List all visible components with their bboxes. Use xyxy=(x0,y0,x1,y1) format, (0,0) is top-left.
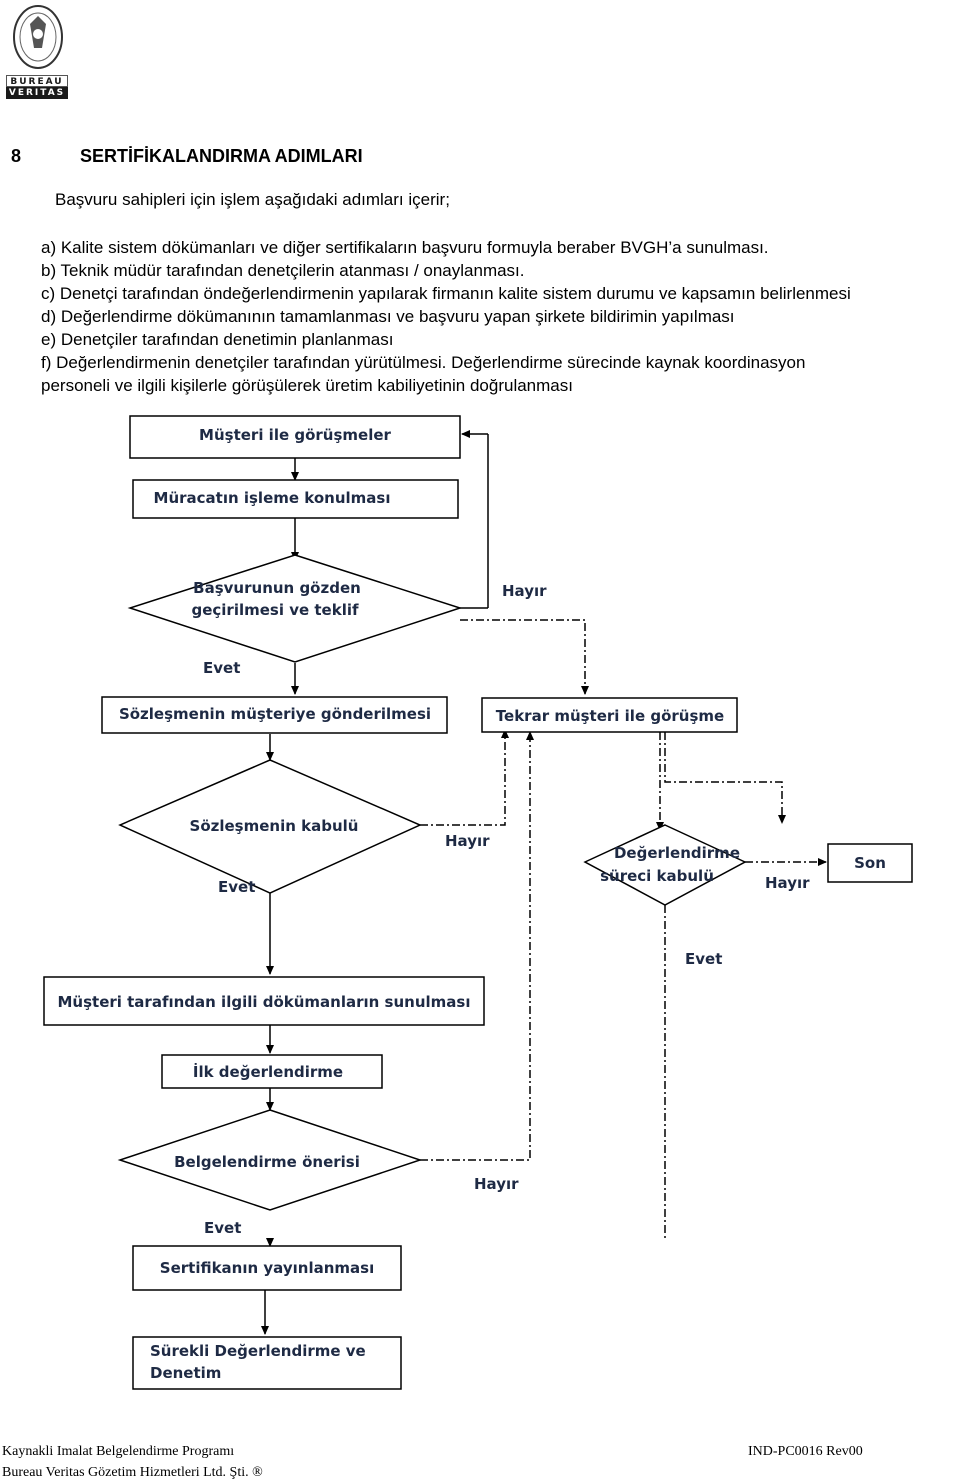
box-meet-customer-label: Müşteri ile görüşmeler xyxy=(199,426,391,444)
footer-doc-code: IND-PC0016 Rev00 xyxy=(748,1444,863,1459)
list-item: f) Değerlendirmenin denetçiler tarafında… xyxy=(41,353,806,372)
decision-accept-contract xyxy=(118,759,422,894)
bureau-veritas-logo: BUREAU VERITAS xyxy=(6,4,68,99)
label-no-cert: Hayır xyxy=(474,1175,519,1193)
footer-company: Bureau Veritas Gözetim Hizmetleri Ltd. Ş… xyxy=(2,1465,263,1480)
label-yes-eval: Evet xyxy=(685,950,722,968)
list-item: e) Denetçiler tarafından denetimin planl… xyxy=(41,330,394,349)
box-customer-docs-label: Müşteri tarafından ilgili dökümanların s… xyxy=(58,993,471,1011)
list-item: c) Denetçi tarafından öndeğerlendirmenin… xyxy=(41,284,851,303)
box-continuous-eval xyxy=(132,1336,402,1390)
decision-accept-contract-label: Sözleşmenin kabulü xyxy=(190,817,359,835)
seal-icon xyxy=(13,5,63,69)
list-item: personeli ve ilgili kişilerle görüşülere… xyxy=(41,376,573,395)
decision-eval-accept-label-1: Değerlendirme xyxy=(614,844,740,862)
box-continuous-eval-label-1: Sürekli Değerlendirme ve xyxy=(150,1342,366,1360)
box-end xyxy=(827,843,913,883)
box-meet-again xyxy=(481,697,738,733)
decision-review-label-1: Başvurunun gözden xyxy=(193,579,361,597)
decision-cert-proposal-label: Belgelendirme önerisi xyxy=(174,1153,360,1171)
label-yes-contract: Evet xyxy=(218,878,255,896)
box-send-contract-label: Sözleşmenin müşteriye gönderilmesi xyxy=(119,705,431,723)
box-process-application-label: Müracatın işleme konulması xyxy=(154,489,391,507)
label-no-eval: Hayır xyxy=(765,874,810,892)
decision-eval-accept-label-2: süreci kabulü xyxy=(600,867,714,885)
box-publish-cert xyxy=(132,1245,402,1291)
list-item: b) Teknik müdür tarafından denetçilerin … xyxy=(41,261,525,280)
intro-text: Başvuru sahipleri için işlem aşağıdaki a… xyxy=(55,190,450,209)
box-end-label: Son xyxy=(854,854,886,872)
logo-bureau-text: BUREAU xyxy=(6,75,68,87)
label-yes-cert: Evet xyxy=(204,1219,241,1237)
section-title: SERTİFİKALANDIRMA ADIMLARI xyxy=(80,146,363,166)
label-no-review: Hayır xyxy=(502,582,547,600)
steps-list: a) Kalite sistem dökümanları ve diğer se… xyxy=(41,236,956,397)
label-yes-review: Evet xyxy=(203,659,240,677)
box-publish-cert-label: Sertifikanın yayınlanması xyxy=(160,1259,374,1277)
label-no-contract: Hayır xyxy=(445,832,490,850)
decision-eval-accept xyxy=(583,824,747,906)
decision-cert-proposal xyxy=(117,1109,423,1211)
list-item: d) Değerlendirme dökümanının tamamlanmas… xyxy=(41,307,735,326)
box-meet-customer xyxy=(129,415,461,459)
box-meet-again-label: Tekrar müşteri ile görüşme xyxy=(496,707,724,725)
box-continuous-eval-label-2: Denetim xyxy=(150,1364,221,1382)
box-customer-docs xyxy=(43,976,485,1026)
section-number: 8 xyxy=(11,146,22,166)
list-item: a) Kalite sistem dökümanları ve diğer se… xyxy=(41,238,769,257)
decision-review xyxy=(127,554,463,663)
logo-veritas-text: VERITAS xyxy=(6,87,68,99)
box-send-contract xyxy=(101,696,448,734)
footer-program: Kaynakli Imalat Belgelendirme Programı xyxy=(2,1444,235,1459)
box-first-eval-label: İlk değerlendirme xyxy=(193,1062,343,1081)
box-first-eval xyxy=(161,1054,383,1089)
box-process-application xyxy=(132,479,459,519)
decision-review-label-2: geçirilmesi ve teklif xyxy=(191,601,358,619)
